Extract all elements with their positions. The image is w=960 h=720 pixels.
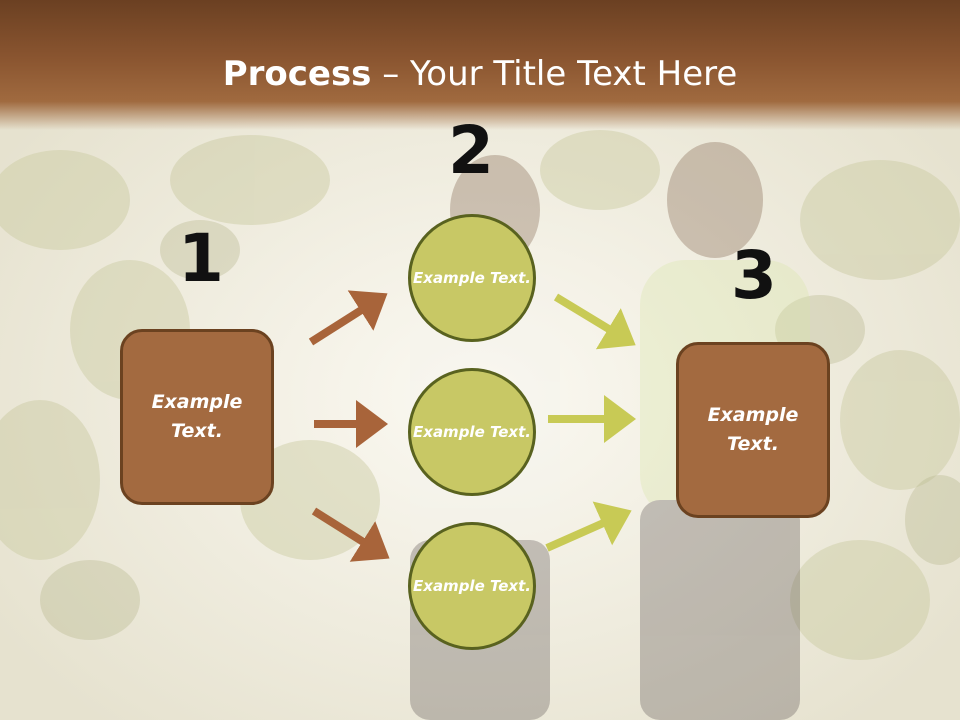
arrow-2c-to-3 — [545, 501, 632, 552]
slide-title: Process – Your Title Text Here — [0, 52, 960, 96]
step-2-circle-1: Example Text. — [408, 214, 536, 342]
step-3-box: Example Text. — [676, 342, 830, 518]
arrow-1-to-2a — [308, 290, 388, 346]
title-bold: Process — [222, 54, 372, 94]
step-number-1: 1 — [178, 220, 224, 297]
arrow-1-to-2c — [311, 507, 390, 562]
step-2-circle-2: Example Text. — [408, 368, 536, 496]
arrow-2a-to-3 — [553, 293, 636, 350]
step-number-2: 2 — [448, 112, 494, 189]
step-number-3: 3 — [731, 237, 777, 314]
step-2-circle-3: Example Text. — [408, 522, 536, 650]
title-rest: – Your Title Text Here — [371, 54, 738, 94]
step-1-box: Example Text. — [120, 329, 274, 505]
title-bar — [0, 0, 960, 130]
